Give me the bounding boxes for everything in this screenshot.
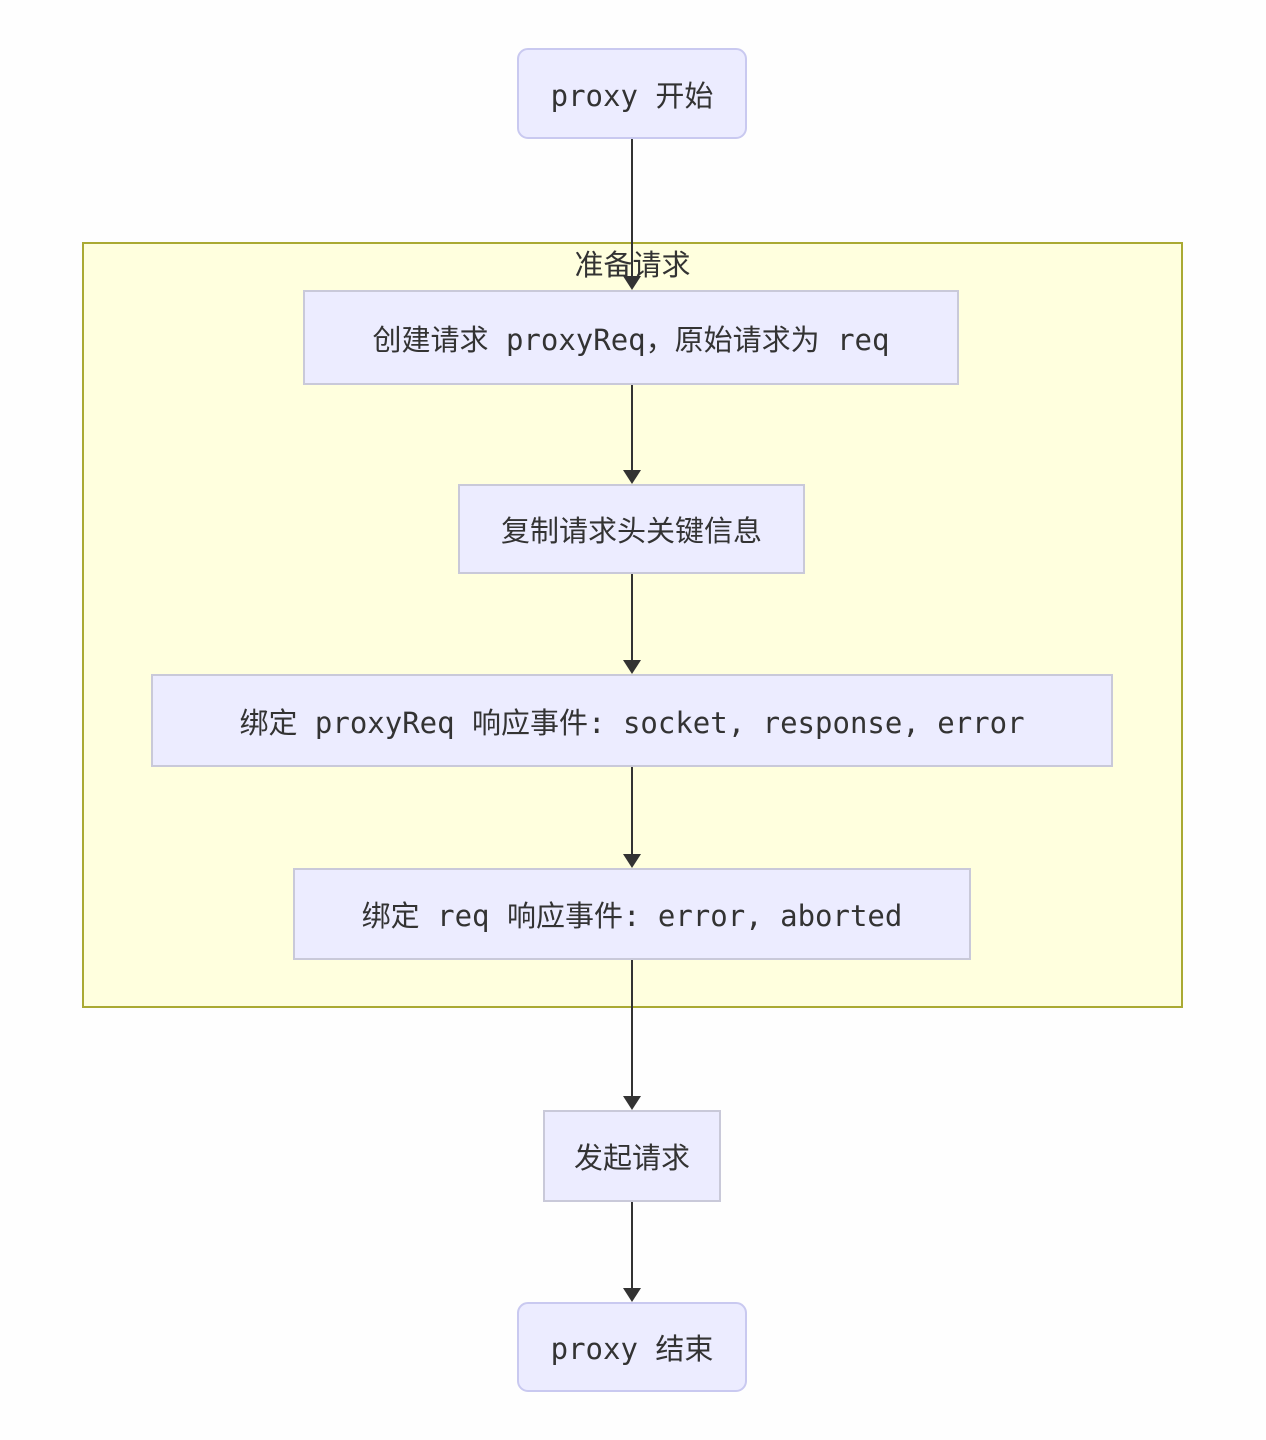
edge-line — [631, 767, 633, 856]
edge-line — [631, 139, 633, 278]
edge-line — [631, 385, 633, 472]
edge-line — [631, 960, 633, 1098]
arrowhead-down-icon — [623, 1288, 641, 1302]
node-proxy-end: proxy 结束 — [517, 1302, 747, 1392]
edge-bind-req-to-send — [623, 960, 641, 1110]
node-bind-req-events: 绑定 req 响应事件: error, aborted — [293, 868, 971, 960]
node-create-proxyreq: 创建请求 proxyReq，原始请求为 req — [303, 290, 959, 385]
arrowhead-down-icon — [623, 1096, 641, 1110]
arrowhead-down-icon — [623, 660, 641, 674]
arrowhead-down-icon — [623, 854, 641, 868]
node-copy-headers: 复制请求头关键信息 — [458, 484, 805, 574]
edge-bind-proxyreq-to-bind-req — [623, 767, 641, 868]
node-proxy-start: proxy 开始 — [517, 48, 747, 139]
node-send-request: 发起请求 — [543, 1110, 721, 1202]
arrowhead-down-icon — [623, 276, 641, 290]
edge-start-to-create — [623, 139, 641, 290]
edge-copy-to-bind-proxyreq — [623, 574, 641, 674]
edge-send-to-end — [623, 1202, 641, 1302]
node-bind-proxyreq-events: 绑定 proxyReq 响应事件: socket, response, erro… — [151, 674, 1113, 767]
edge-line — [631, 1202, 633, 1290]
edge-create-to-copy — [623, 385, 641, 484]
arrowhead-down-icon — [623, 470, 641, 484]
edge-line — [631, 574, 633, 662]
